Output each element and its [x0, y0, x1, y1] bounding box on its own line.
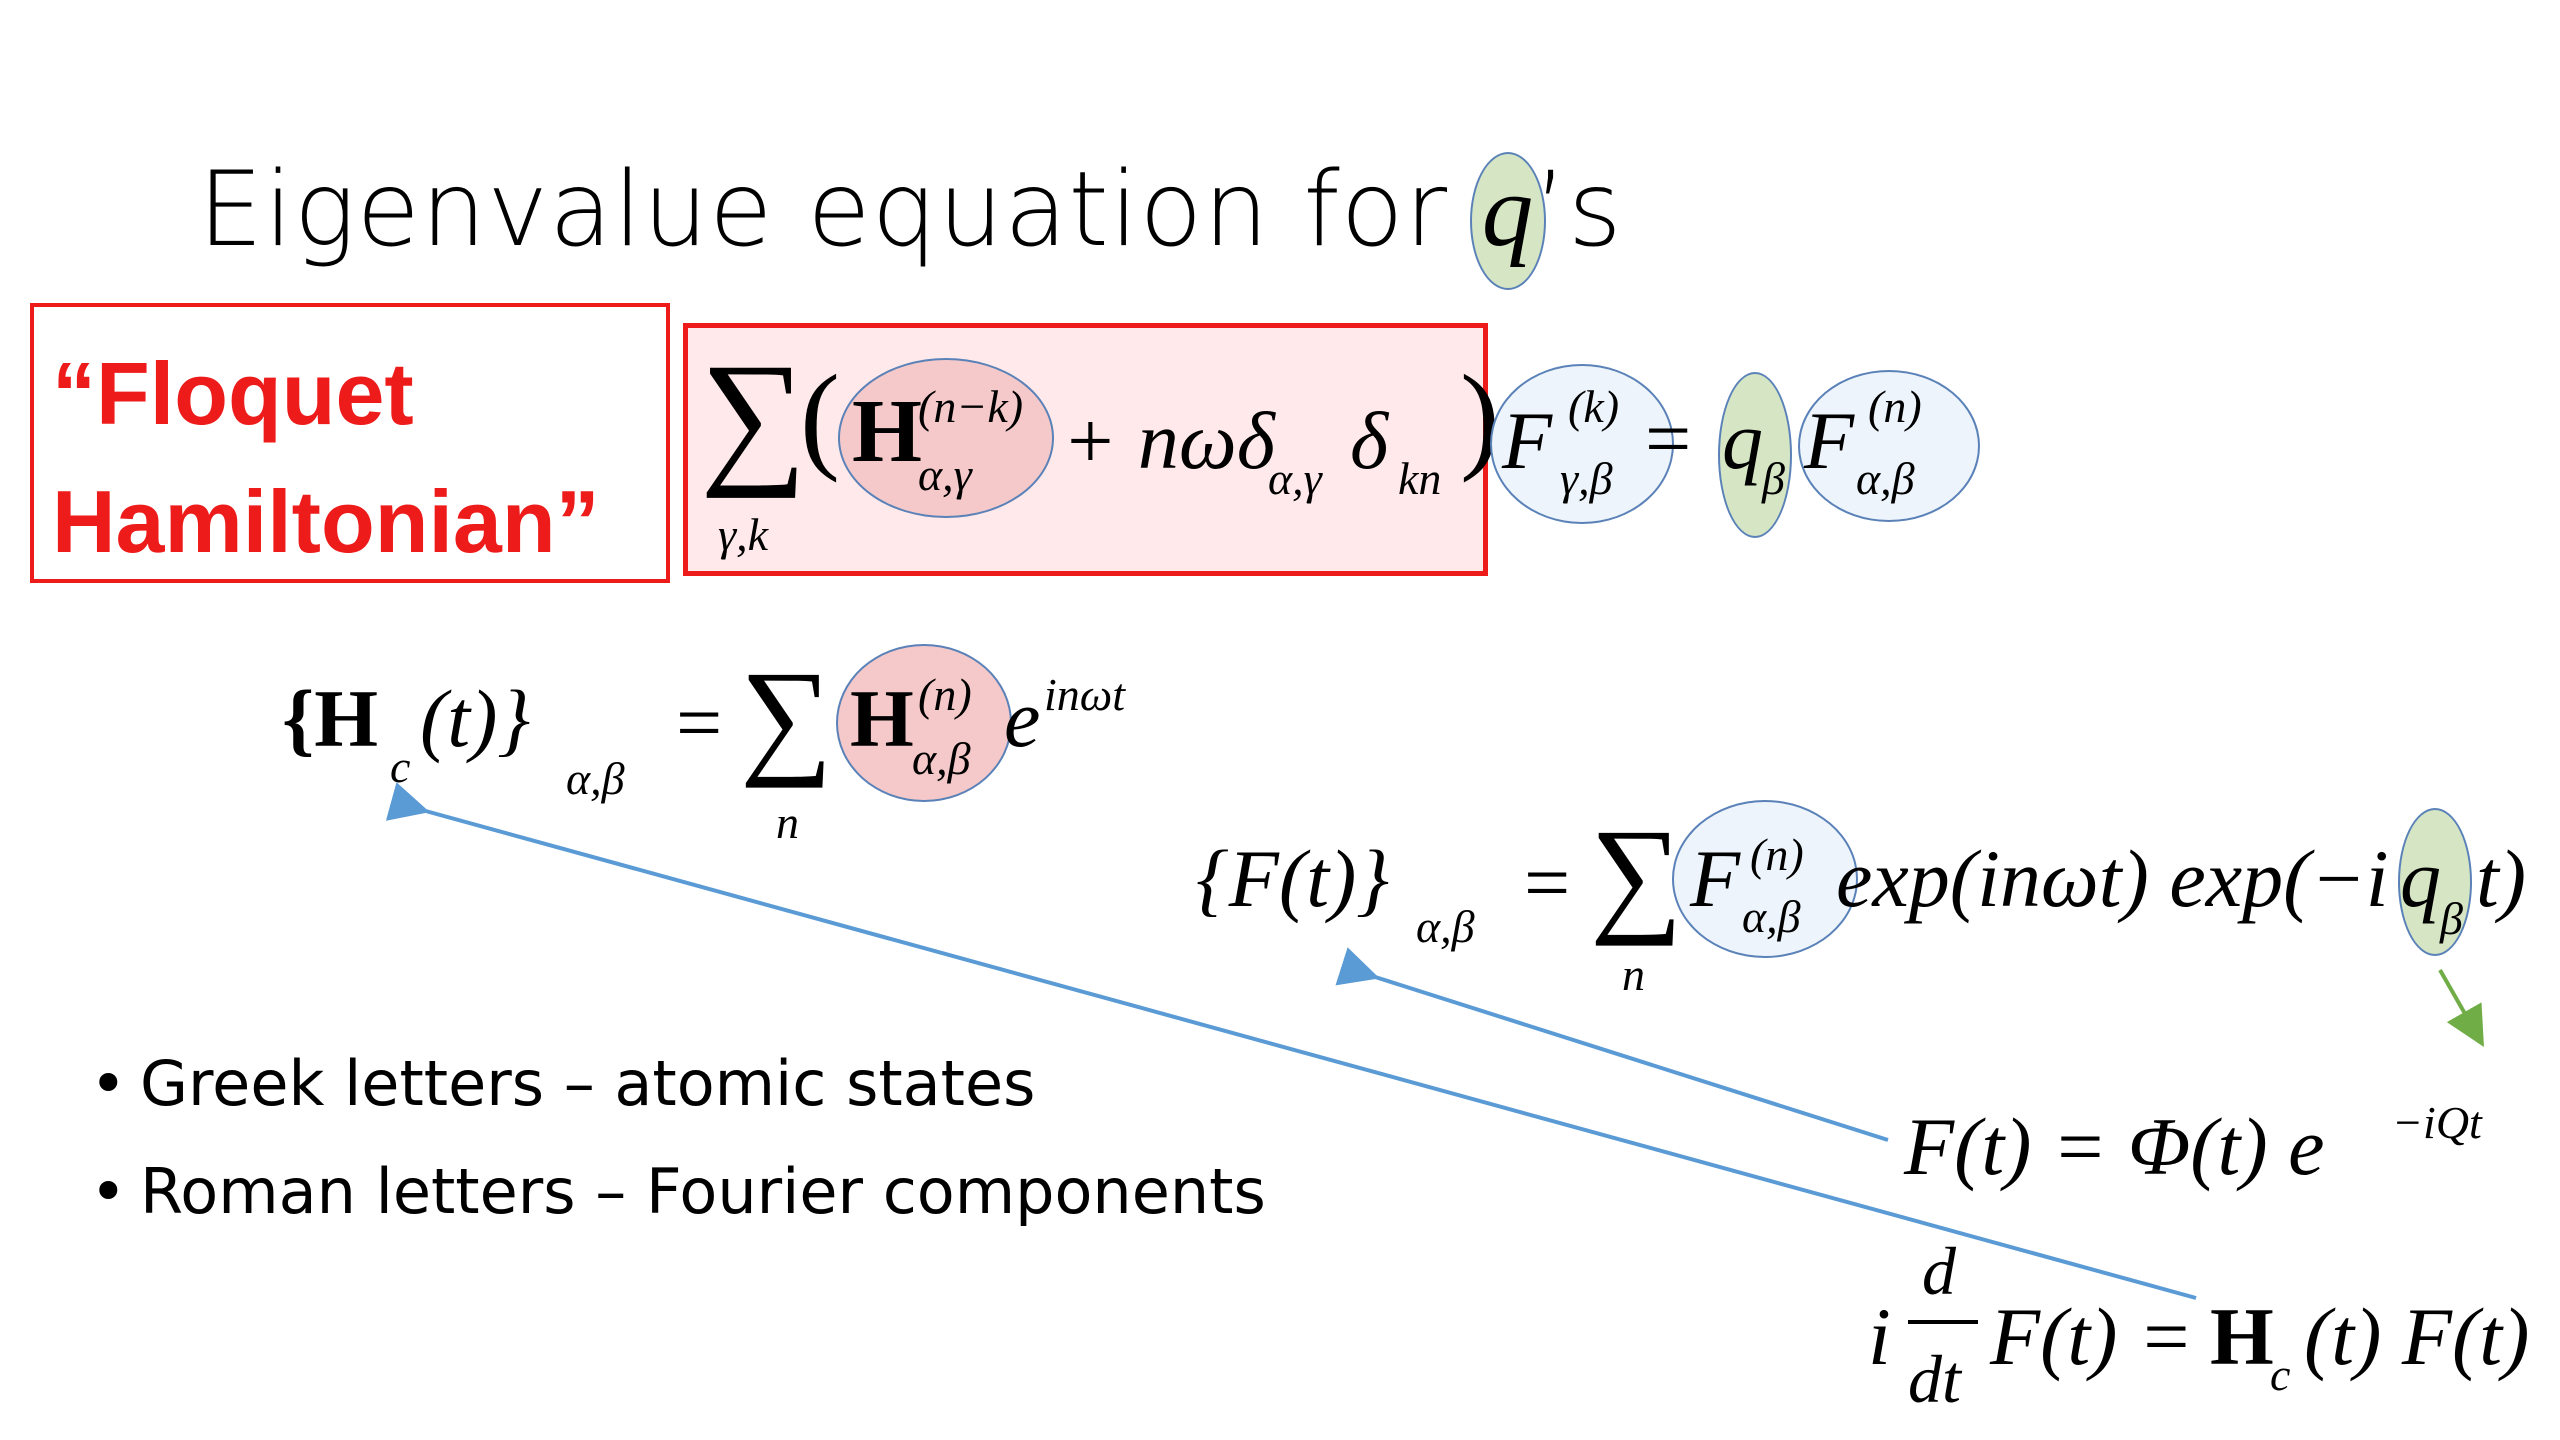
floquet-label-box [30, 303, 670, 583]
title-q-highlight: q [1469, 150, 1546, 290]
f-component-highlight [1490, 364, 1674, 524]
bullet-item: •Roman letters – Fourier components [90, 1155, 1266, 1228]
floquet-operator-box [683, 323, 1488, 576]
q-highlight [1718, 372, 1792, 538]
arrow-to-hc-definition [385, 782, 2197, 1300]
f-component-highlight [1672, 800, 1858, 958]
f-component-highlight [1798, 370, 1980, 522]
arrow-q-to-quasienergy [2438, 969, 2484, 1047]
h-component-highlight [838, 358, 1054, 518]
q-highlight [2398, 808, 2472, 956]
bullet-item: •Greek letters – atomic states [90, 1047, 1036, 1120]
floquet-hamiltonian-label: “Floquet Hamiltonian” [52, 344, 600, 571]
h-component-highlight [836, 644, 1012, 802]
arrow-to-f-definition [1335, 947, 1889, 1142]
bullet-list: •Greek letters – atomic states •Roman le… [90, 1030, 1266, 1246]
slide-title: Eigenvalue equation for q’s [198, 150, 1623, 290]
